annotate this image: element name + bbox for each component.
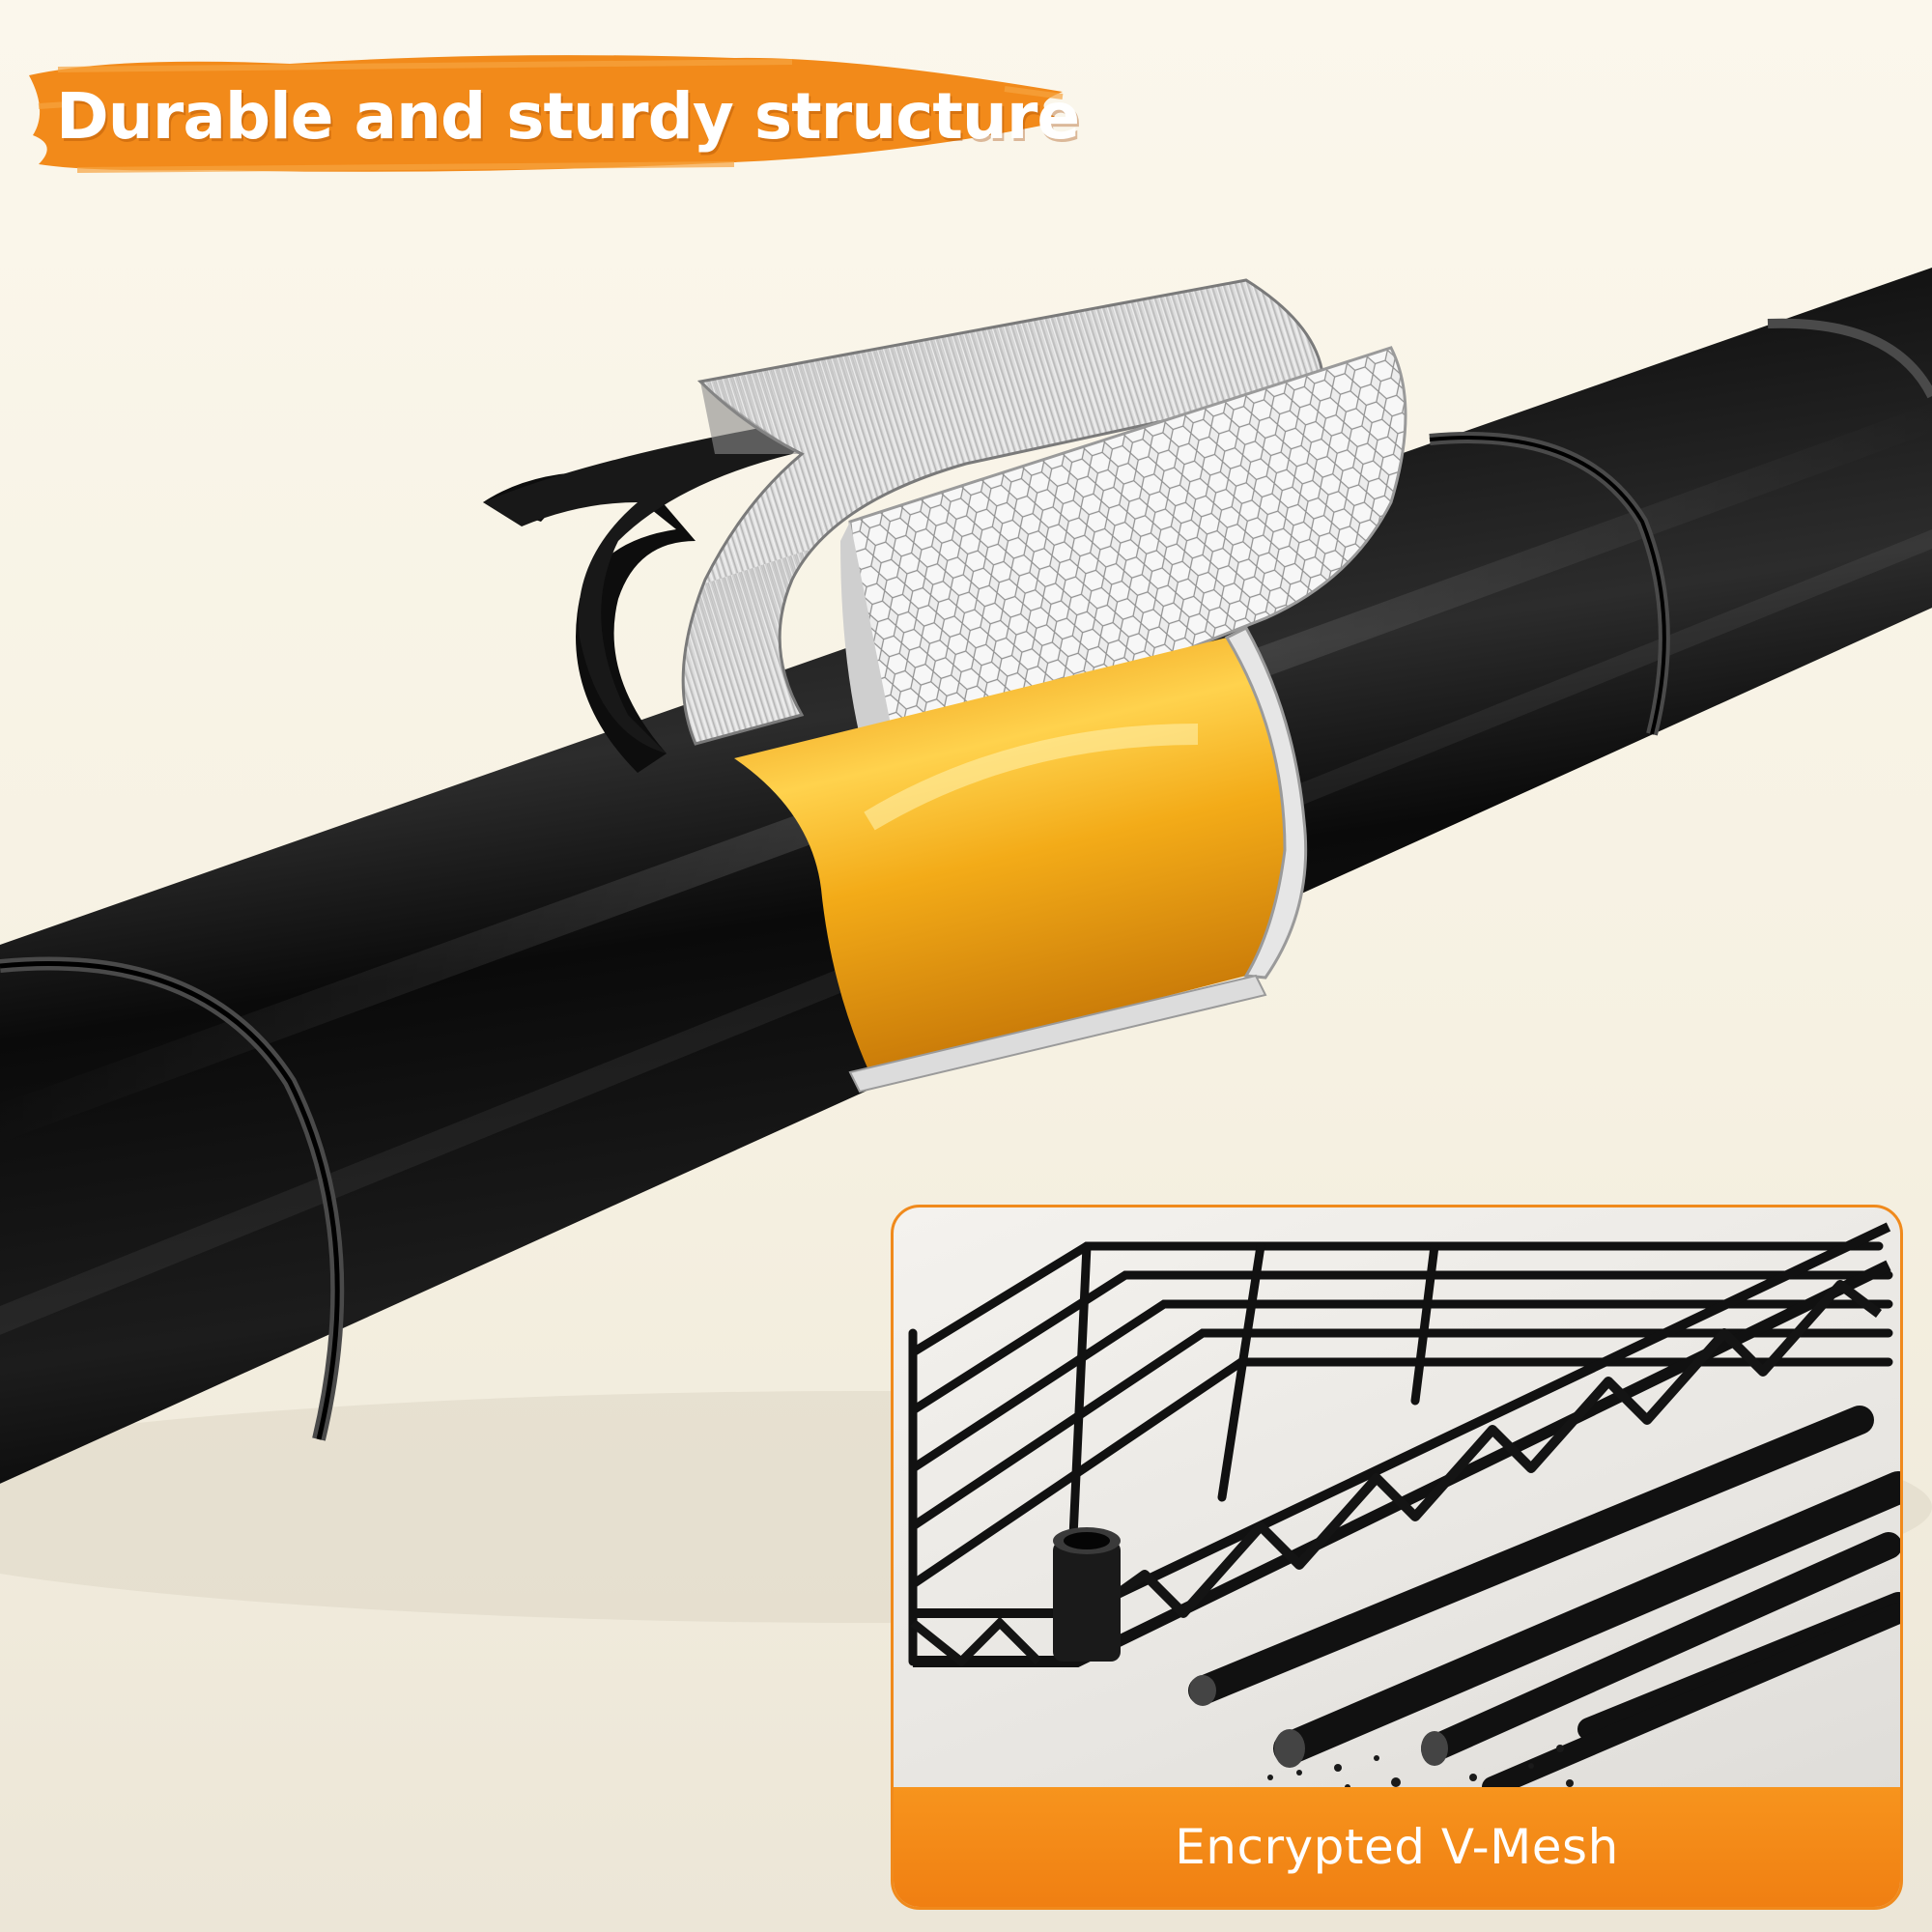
headline-banner [29,55,1065,172]
tube-joint-far [1767,318,1932,399]
wire-rod [1273,1471,1900,1765]
headline-text: Durable and sturdy structure [56,78,1080,154]
inset-caption-text: Encrypted V-Mesh [1175,1819,1619,1875]
wire-rod [1188,1406,1874,1705]
v-truss [1074,1280,1882,1628]
v-mesh-inset-panel: Encrypted V-Mesh [891,1205,1903,1910]
wire-rod [1421,1532,1900,1762]
wire-rod [1482,1603,1900,1798]
inset-caption-bar: Encrypted V-Mesh [894,1787,1900,1907]
shelf-collar [1053,1527,1121,1662]
wire-shelf-illustration [908,1222,1900,1802]
